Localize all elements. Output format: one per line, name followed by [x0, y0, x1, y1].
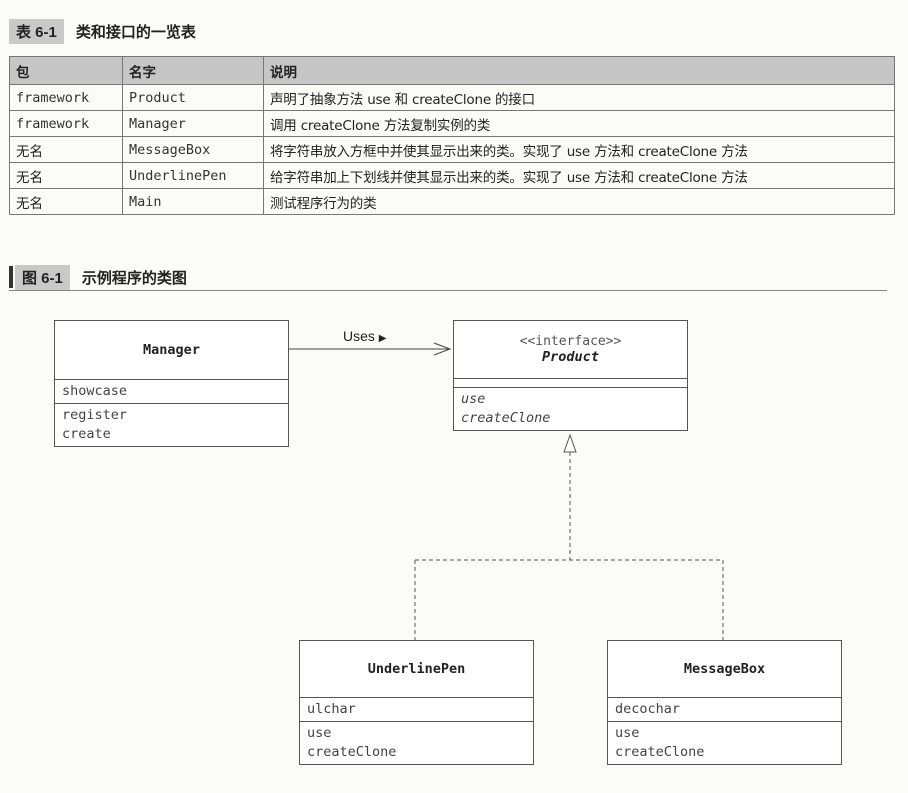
table-title: 类和接口的一览表 [75, 22, 196, 41]
class-manager: Manager showcase register create [54, 320, 289, 447]
method-item: use [307, 725, 332, 741]
cell-description: 声明了抽象方法 use 和 createClone 的接口 [263, 84, 895, 111]
caption-divider [9, 290, 887, 291]
class-methods: use createClone [300, 722, 533, 764]
class-interface-table: 包 名字 说明 framework Product 声明了抽象方法 use 和 … [9, 56, 895, 215]
cell-name: Main [122, 188, 264, 215]
cell-name: Manager [122, 110, 264, 137]
stereotype-label: <<interface>> [519, 334, 622, 349]
method-item: createClone [461, 410, 551, 426]
cell-name: Product [122, 84, 264, 111]
figure-title: 示例程序的类图 [81, 268, 187, 287]
class-name: MessageBox [608, 641, 841, 698]
cell-description: 给字符串加上下划线并使其显示出来的类。实现了 use 方法和 createClo… [263, 162, 895, 189]
cell-name: MessageBox [122, 136, 264, 163]
field-item: showcase [62, 383, 128, 399]
uses-label: Uses ▶ [343, 328, 387, 344]
class-messagebox: MessageBox decochar use createClone [607, 640, 842, 765]
class-fields [454, 379, 687, 388]
method-item: createClone [307, 744, 397, 760]
cell-description: 测试程序行为的类 [263, 188, 895, 215]
class-methods: use createClone [608, 722, 841, 764]
method-item: create [62, 426, 111, 442]
table-row: 无名 UnderlinePen 给字符串加上下划线并使其显示出来的类。实现了 u… [9, 162, 895, 189]
table-header-row: 包 名字 说明 [9, 56, 895, 85]
figure-caption: 图 6-1 示例程序的类图 [9, 264, 187, 290]
open-arrowhead [433, 342, 452, 356]
field-item: decochar [615, 701, 681, 717]
table-number: 表 6-1 [9, 18, 64, 44]
cell-name: UnderlinePen [122, 162, 264, 189]
triangle-right-icon: ▶ [378, 333, 387, 344]
method-item: use [461, 391, 486, 407]
table-row: 无名 MessageBox 将字符串放入方框中并使其显示出来的类。实现了 use… [9, 136, 895, 163]
class-name-area: <<interface>> Product [454, 321, 687, 379]
table-caption: 表 6-1 类和接口的一览表 [9, 18, 196, 44]
class-methods: use createClone [454, 388, 687, 430]
class-name: Product [542, 349, 599, 365]
class-fields: showcase [55, 380, 288, 404]
figure-number: 图 6-1 [15, 264, 70, 290]
class-name: Manager [55, 321, 288, 380]
class-underlinepen: UnderlinePen ulchar use createClone [299, 640, 534, 765]
class-name: UnderlinePen [300, 641, 533, 698]
uses-label-text: Uses [343, 328, 375, 344]
method-item: use [615, 725, 640, 741]
field-item: ulchar [307, 701, 356, 717]
caption-bar [9, 266, 13, 288]
class-fields: ulchar [300, 698, 533, 722]
cell-description: 将字符串放入方框中并使其显示出来的类。实现了 use 方法和 createClo… [263, 136, 895, 163]
method-item: createClone [615, 744, 705, 760]
cell-package: framework [9, 84, 123, 111]
cell-package: 无名 [9, 188, 123, 215]
class-methods: register create [55, 404, 288, 446]
table-row: framework Product 声明了抽象方法 use 和 createCl… [9, 84, 895, 111]
class-fields: decochar [608, 698, 841, 722]
table-row: 无名 Main 测试程序行为的类 [9, 188, 895, 215]
column-header-description: 说明 [263, 56, 895, 85]
method-item: register [62, 407, 128, 423]
interface-product: <<interface>> Product use createClone [453, 320, 688, 431]
column-header-name: 名字 [122, 56, 264, 85]
hollow-triangle-arrowhead [563, 433, 577, 453]
